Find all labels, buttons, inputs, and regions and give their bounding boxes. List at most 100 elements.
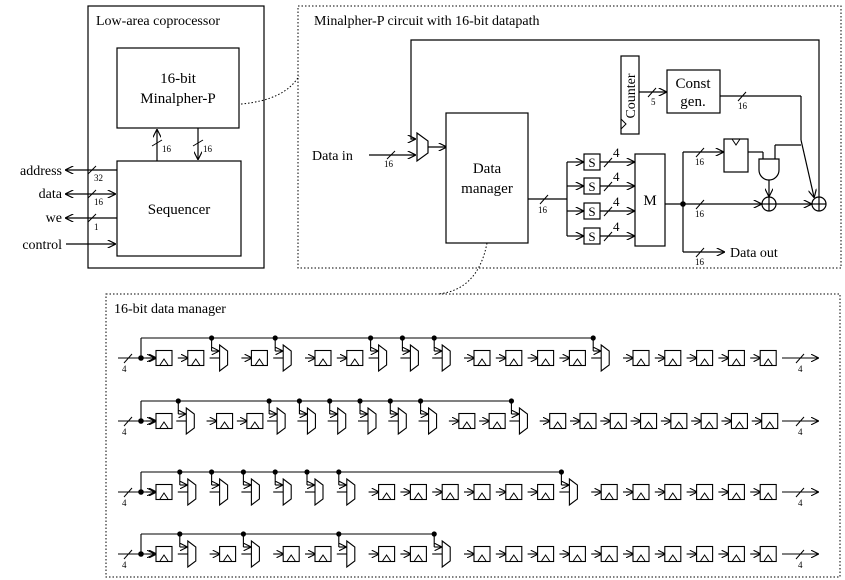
dm-row-1-reg-2 [216, 412, 234, 430]
dm-row-3-mux-3 [250, 539, 260, 569]
dm-row-0-clk-3 [254, 358, 264, 366]
dm-row-2-reg-14 [600, 483, 618, 501]
dm-row-0-reg-11 [505, 349, 523, 367]
coprocessor-panel: Low-area coprocessor 16-bit Minalpher-P … [20, 5, 300, 269]
dm-row-3-reg-17 [696, 545, 714, 563]
mix-out-width: 16 [695, 209, 705, 219]
dm-row-1-reg-11 [488, 412, 506, 430]
data-signal-label: data [39, 187, 63, 202]
dm-row-2-reg-19 [759, 483, 777, 501]
dm-row-3-clk-18 [731, 554, 741, 562]
dm-row-2-mux-6 [346, 477, 356, 507]
dm-row-3-clk-17 [700, 554, 710, 562]
dm-row-0-mux-9 [441, 343, 451, 373]
dm-row-1-reg-20 [761, 412, 779, 430]
dm-row-2-reg-12 [537, 483, 555, 501]
dm-row-2-mux-5 [314, 477, 324, 507]
dm-row-0-clk-12 [541, 358, 551, 366]
dm-row-3-reg-13 [568, 545, 586, 563]
dm-row-2-out-width: 4 [798, 498, 803, 508]
we-signal-label: we [46, 211, 62, 226]
sbox-1: S 4 [567, 169, 634, 195]
dm-row-1-clk-18 [704, 421, 714, 429]
dm-row-0-clk-11 [509, 358, 519, 366]
dm-row-0-clk-10 [477, 358, 487, 366]
dm-row-0-reg-18 [727, 349, 745, 367]
dm-row-3-reg-7 [378, 545, 396, 563]
dm-row-1-mux-6 [337, 406, 347, 436]
dm-row-1-reg-16 [640, 412, 658, 430]
dm-row-1-mux-1 [185, 406, 195, 436]
dm-row-3-out-width: 4 [798, 560, 803, 570]
dm-row-3-in-slash [123, 549, 133, 560]
dm-row-3-reg-8 [409, 545, 427, 563]
dm-row-0-reg-15 [632, 349, 650, 367]
dm-row-0-in-slash [123, 353, 133, 364]
dm-row-0-reg-1 [187, 349, 205, 367]
sbox-3-label: S [588, 229, 595, 244]
dm-row-2-mux-1 [187, 477, 197, 507]
we-width: 1 [94, 222, 99, 232]
sbox-0: S 4 [567, 145, 634, 171]
dm-row-1-clk-0 [159, 421, 169, 429]
dm-row-1-reg-17 [670, 412, 688, 430]
dm-row-2-clk-9 [445, 492, 455, 500]
core-to-seq-width: 16 [203, 144, 213, 154]
dm-row-3-mux-6 [346, 539, 356, 569]
dm-row-1-in-width: 4 [122, 427, 127, 437]
dm-row-0-reg-16 [664, 349, 682, 367]
const-width: 16 [738, 101, 748, 111]
dm-row-0-reg-10 [473, 349, 491, 367]
dm-row-3-clk-11 [509, 554, 519, 562]
sequencer-label: Sequencer [148, 202, 210, 218]
dm-row-3-clk-13 [572, 554, 582, 562]
dm-row-0-reg-19 [759, 349, 777, 367]
dm-row-1-reg-0 [155, 412, 173, 430]
dm-row-0-reg-0 [155, 349, 173, 367]
dm-row-2-reg-16 [664, 483, 682, 501]
dm-row-3-clk-0 [159, 554, 169, 562]
core-label-line1: 16-bit [160, 71, 197, 87]
sbox-0-width: 4 [613, 145, 620, 160]
dm-row-3-clk-5 [318, 554, 328, 562]
dm-row-0-out-width: 4 [798, 364, 803, 374]
dm-row-0-clk-15 [636, 358, 646, 366]
dm-row-3-clk-8 [413, 554, 423, 562]
dm-row-2-mux-2 [219, 477, 229, 507]
dm-row-2-reg-17 [696, 483, 714, 501]
dm-row-1-clk-19 [735, 421, 744, 429]
dm-row-3-reg-14 [600, 545, 618, 563]
dm-row-0-out-slash [795, 353, 805, 364]
dm-row-0-clk-19 [763, 358, 773, 366]
dm-row-3-clk-2 [223, 554, 233, 562]
dm-row-1-clk-15 [613, 421, 623, 429]
dm-row-2-clk-8 [413, 492, 423, 500]
data-out-label: Data out [730, 246, 778, 261]
dm-row-3-reg-11 [505, 545, 523, 563]
dm-row-3-reg-16 [664, 545, 682, 563]
reg-in-width: 16 [695, 157, 705, 167]
dm-row-1-clk-14 [583, 421, 593, 429]
dm-row-2-reg-15 [632, 483, 650, 501]
dm-row-0-in-width: 4 [122, 364, 127, 374]
dm-row-2-clk-17 [700, 492, 710, 500]
mix-label: M [643, 193, 656, 209]
counter-width: 5 [651, 97, 656, 107]
sbox-2: S 4 [567, 194, 634, 220]
address-width: 32 [94, 173, 103, 183]
counter-block [620, 55, 640, 135]
dm-row-0-tapdot-14 [590, 335, 596, 341]
dm-row-0-clk-5 [318, 358, 328, 366]
dm-row-1-reg-3 [246, 412, 264, 430]
dm-row-2-clk-14 [604, 492, 614, 500]
dm-row-0-clk-17 [700, 358, 710, 366]
sbox-0-label: S [588, 155, 595, 170]
dm-row-3-clk-19 [763, 554, 773, 562]
dm-row-1-mux-4 [276, 406, 286, 436]
dm-row-0-reg-12 [537, 349, 555, 367]
dm-row-3-mux-9 [441, 539, 451, 569]
dm-out-width: 16 [538, 205, 548, 215]
dm-row-0-mux-7 [378, 343, 388, 373]
control-signal-label: control [22, 238, 62, 253]
